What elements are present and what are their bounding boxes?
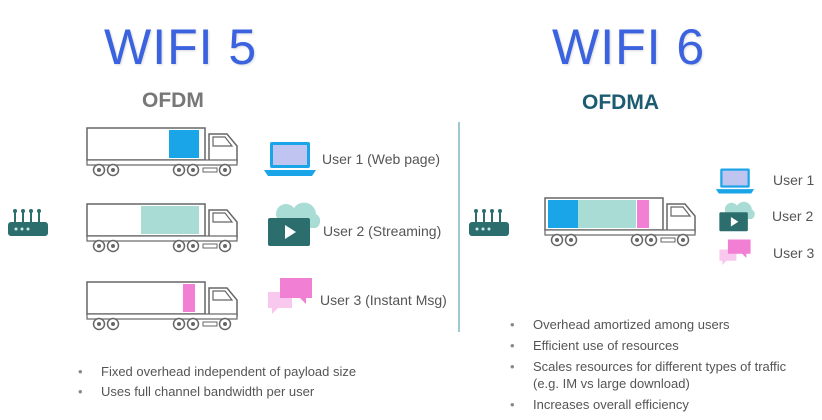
router-icon bbox=[8, 209, 48, 236]
streaming-icon bbox=[268, 202, 321, 246]
right-user1-label: User 1 bbox=[773, 172, 815, 188]
left-user2-label: User 2 (Streaming) bbox=[323, 223, 442, 239]
chat-icon bbox=[719, 239, 751, 266]
streaming-icon bbox=[719, 201, 755, 232]
left-bullet-list: Fixed overhead independent of payload si… bbox=[76, 363, 436, 400]
payload-user3 bbox=[637, 200, 649, 228]
payload-user2 bbox=[141, 206, 199, 234]
list-item: Uses full channel bandwidth per user bbox=[76, 383, 436, 400]
truck-user2 bbox=[86, 203, 238, 253]
list-item: Efficient use of resources bbox=[508, 337, 798, 354]
wifi6-title: WIFI 6 bbox=[552, 19, 706, 75]
truck-user3 bbox=[86, 281, 238, 331]
right-bullet-list: Overhead amortized among users Efficient… bbox=[508, 316, 798, 413]
payload-user1 bbox=[548, 200, 578, 228]
truck-user1 bbox=[86, 127, 238, 177]
right-user2-label: User 2 bbox=[772, 208, 814, 224]
laptop-icon bbox=[715, 168, 755, 194]
list-item: Increases overall efficiency bbox=[508, 396, 798, 413]
ofdma-subtitle: OFDMA bbox=[582, 91, 659, 114]
left-user3-label: User 3 (Instant Msg) bbox=[320, 292, 447, 308]
chat-icon bbox=[268, 278, 312, 314]
payload-user1 bbox=[169, 130, 199, 158]
list-item: Scales resources for different types of … bbox=[508, 358, 798, 392]
ofdm-subtitle: OFDM bbox=[142, 89, 204, 112]
section-divider bbox=[458, 122, 460, 332]
truck-combined bbox=[544, 197, 696, 247]
right-user3-label: User 3 bbox=[773, 245, 815, 261]
payload-user3 bbox=[183, 284, 195, 312]
wifi5-title: WIFI 5 bbox=[104, 19, 258, 75]
router-icon bbox=[469, 209, 509, 236]
list-item: Fixed overhead independent of payload si… bbox=[76, 363, 436, 380]
payload-user2 bbox=[578, 200, 636, 228]
left-user1-label: User 1 (Web page) bbox=[322, 151, 441, 167]
list-item: Overhead amortized among users bbox=[508, 316, 798, 333]
laptop-icon bbox=[264, 142, 316, 176]
